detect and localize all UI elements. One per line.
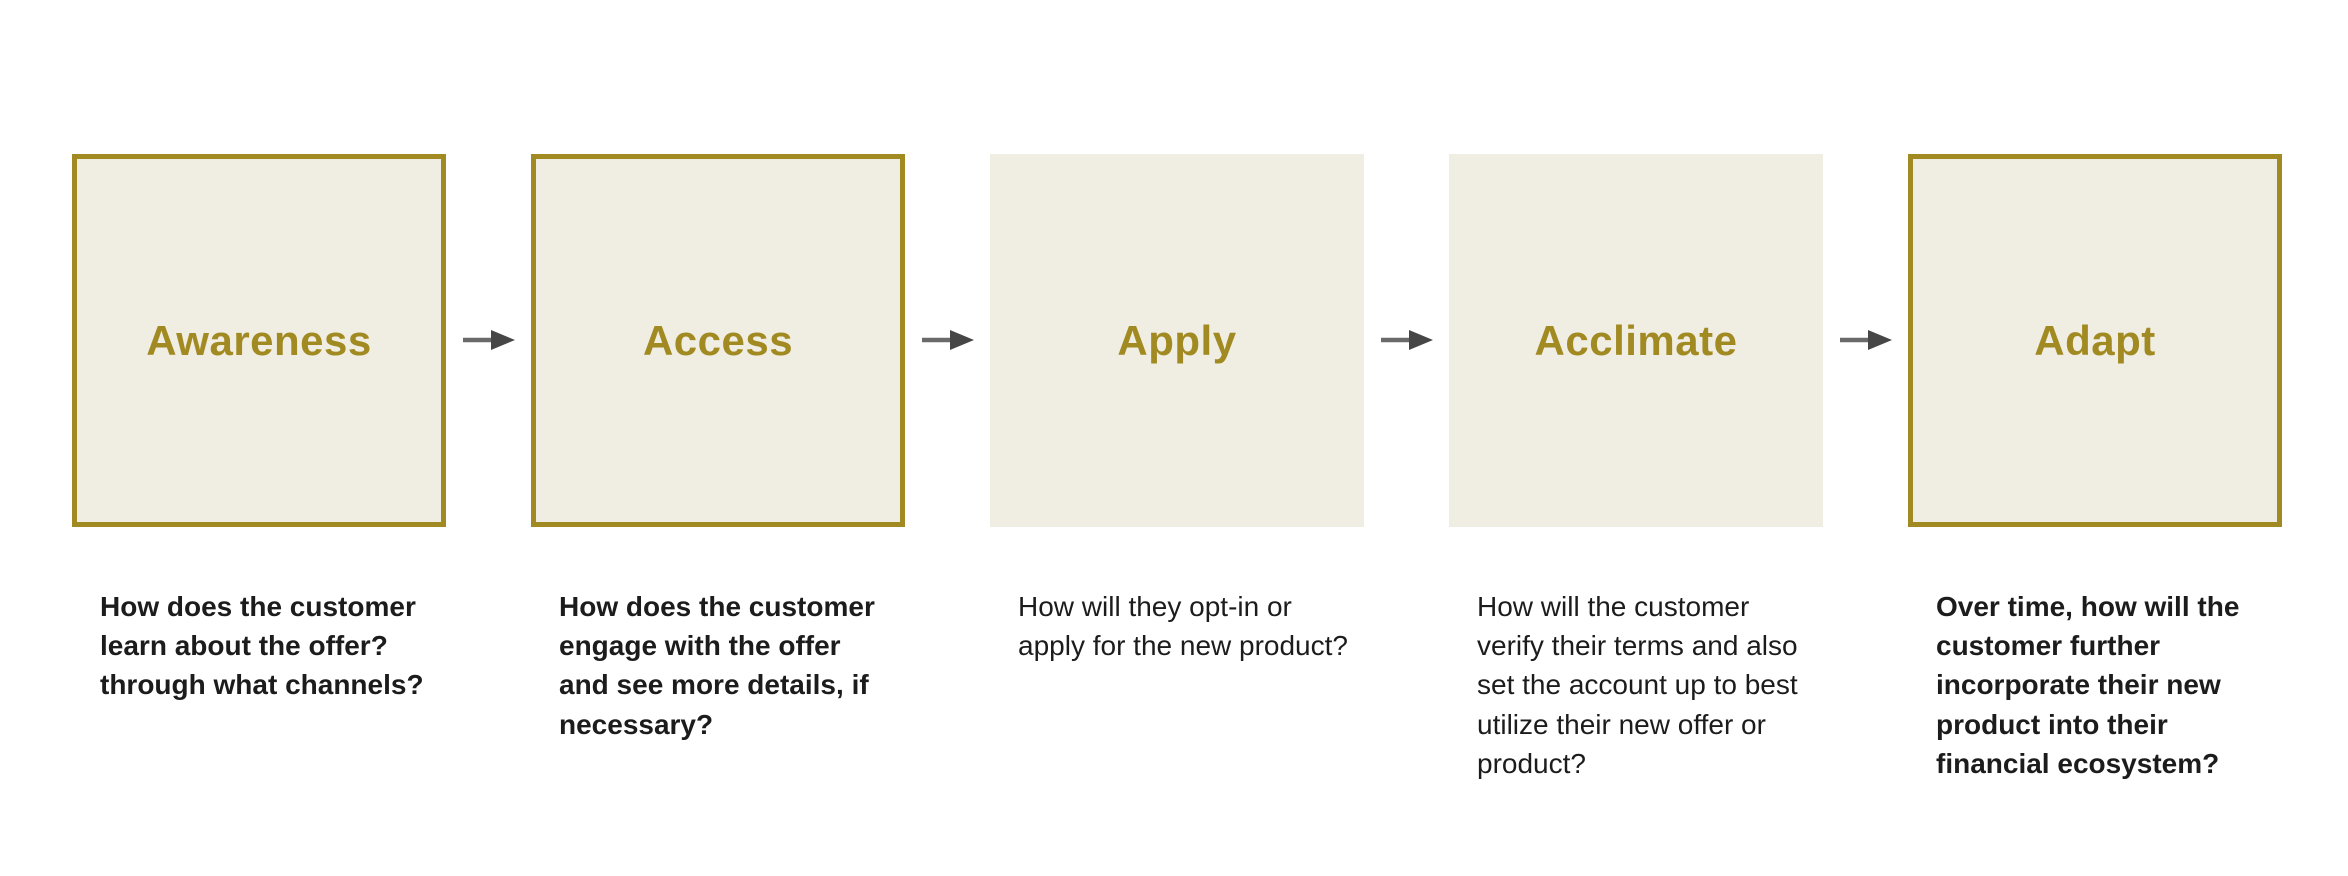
connector-2 (905, 154, 990, 350)
stage-label-access: Access (642, 316, 794, 364)
stage-access: Access How does the customer engage with… (531, 154, 905, 744)
stage-description-awareness: How does the customer learn about the of… (100, 591, 424, 701)
right-arrow-icon (462, 330, 515, 350)
stage-apply: Apply How will they opt-in or apply for … (990, 154, 1364, 665)
connector-4 (1823, 154, 1908, 350)
stage-acclimate: Acclimate How will the customer verify t… (1449, 154, 1823, 783)
stage-label-apply: Apply (1117, 316, 1237, 364)
stage-row: Awareness How does the customer learn ab… (72, 154, 2282, 783)
connector-1 (446, 154, 531, 350)
stage-label-adapt: Adapt (2034, 316, 2156, 364)
stage-label-awareness: Awareness (146, 316, 372, 364)
stage-box-apply: Apply (990, 154, 1364, 527)
stage-description-adapt: Over time, how will the customer further… (1936, 591, 2240, 779)
stage-box-acclimate: Acclimate (1449, 154, 1823, 527)
stage-box-awareness: Awareness (72, 154, 446, 527)
stage-label-acclimate: Acclimate (1534, 316, 1738, 364)
right-arrow-icon (1380, 330, 1433, 350)
stage-awareness: Awareness How does the customer learn ab… (72, 154, 446, 705)
stage-box-adapt: Adapt (1908, 154, 2282, 527)
connector-3 (1364, 154, 1449, 350)
stage-description-access: How does the customer engage with the of… (559, 591, 875, 740)
stage-adapt: Adapt Over time, how will the customer f… (1908, 154, 2282, 783)
right-arrow-icon (1839, 330, 1892, 350)
stage-box-access: Access (531, 154, 905, 527)
right-arrow-icon (921, 330, 974, 350)
stage-description-acclimate: How will the customer verify their terms… (1477, 591, 1798, 779)
stage-description-apply: How will they opt-in or apply for the ne… (1018, 591, 1348, 662)
